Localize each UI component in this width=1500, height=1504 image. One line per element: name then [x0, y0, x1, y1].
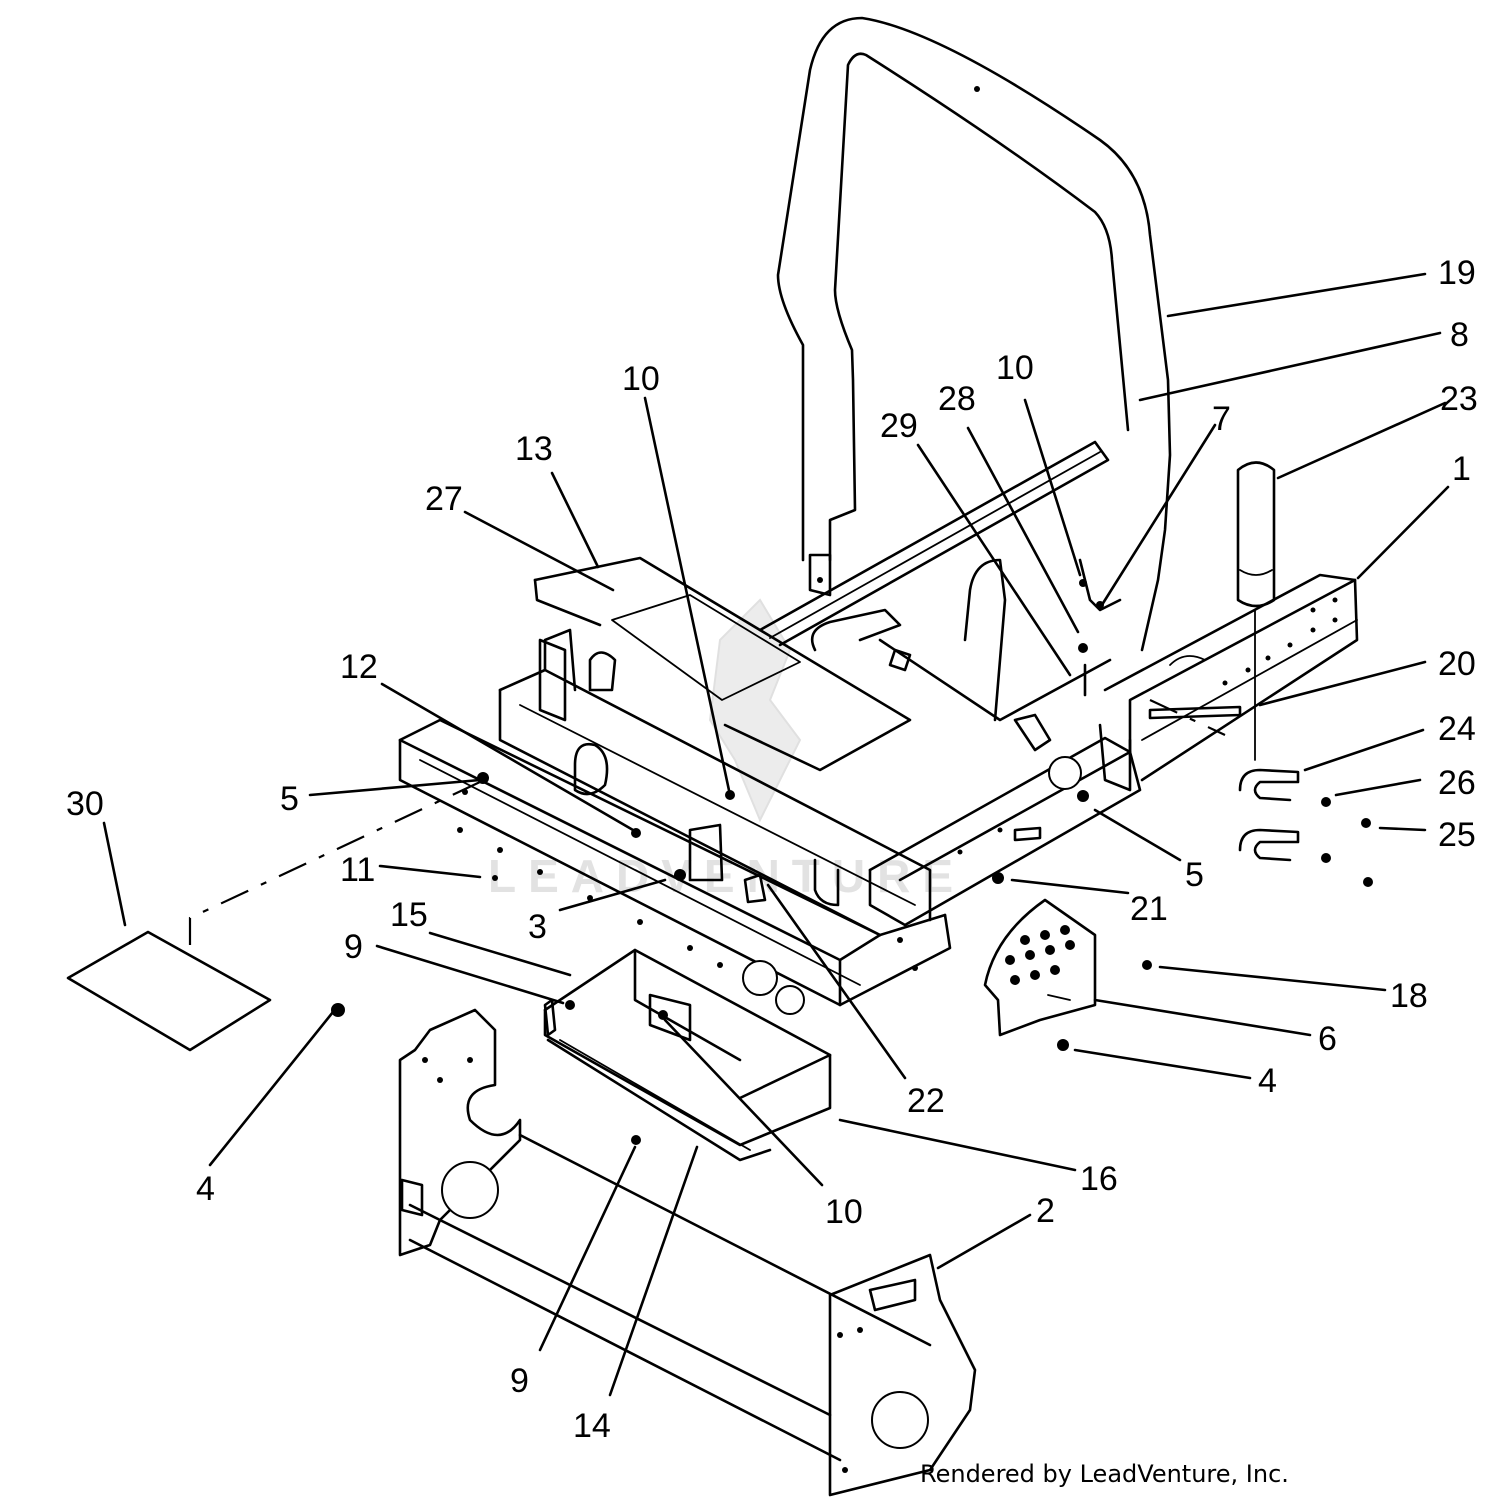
callout-18: 18 — [1390, 977, 1428, 1015]
seat-plate — [533, 556, 912, 772]
callout-22: 22 — [907, 1082, 945, 1120]
callout-12: 12 — [340, 648, 378, 686]
rops-bar — [776, 16, 1172, 652]
callout-6: 6 — [1318, 1020, 1337, 1058]
callout-21: 21 — [1130, 890, 1168, 928]
callout-1: 1 — [1452, 450, 1471, 488]
callout-10-upper-right: 10 — [996, 349, 1034, 387]
callout-26: 26 — [1438, 764, 1476, 802]
watermark: LEADVENTURE — [488, 598, 953, 902]
watermark-logo — [708, 598, 802, 823]
callout-10-lower: 10 — [825, 1193, 863, 1231]
callout-4-right: 4 — [1258, 1062, 1277, 1100]
callout-29: 29 — [880, 407, 918, 445]
leader-lines — [102, 272, 1450, 1397]
callout-30: 30 — [66, 785, 104, 823]
callout-19: 19 — [1438, 254, 1476, 292]
side-rail-right — [868, 723, 1142, 927]
callout-3: 3 — [528, 908, 547, 946]
callout-14: 14 — [573, 1407, 611, 1445]
left-bracket — [538, 638, 617, 722]
callout-28: 28 — [938, 380, 976, 418]
callout-11: 11 — [340, 851, 375, 889]
callout-13: 13 — [515, 430, 553, 468]
callout-8: 8 — [1450, 316, 1469, 354]
callout-labels: 19 8 10 10 23 28 29 7 13 1 27 12 20 24 3… — [66, 254, 1478, 1445]
callout-2: 2 — [1036, 1192, 1055, 1230]
render-credit: Rendered by LeadVenture, Inc. — [920, 1460, 1289, 1488]
rear-crossmember — [758, 440, 1112, 752]
clamp-assembly — [1148, 461, 1373, 887]
callout-25: 25 — [1438, 816, 1476, 854]
foot-plate — [983, 898, 1097, 1037]
callout-24: 24 — [1438, 710, 1476, 748]
callout-16: 16 — [1080, 1160, 1118, 1198]
callout-4-left: 4 — [196, 1170, 215, 1208]
center-plate — [688, 823, 767, 904]
callout-9-lower: 9 — [510, 1362, 529, 1400]
front-axle-assembly — [398, 1008, 977, 1497]
callout-27: 27 — [425, 480, 463, 518]
fasteners — [331, 558, 1152, 1145]
callout-23: 23 — [1440, 380, 1478, 418]
inner-frame — [498, 628, 932, 937]
callout-7: 7 — [1212, 400, 1231, 438]
center-lines — [188, 699, 1226, 945]
callout-9-upper: 9 — [344, 928, 363, 966]
battery-tray — [543, 948, 832, 1162]
callout-5-left: 5 — [280, 780, 299, 818]
decal-30 — [66, 930, 272, 1052]
callout-20: 20 — [1438, 645, 1476, 683]
callout-5-right: 5 — [1185, 856, 1204, 894]
main-frame-right — [1103, 573, 1359, 782]
callout-15: 15 — [390, 896, 428, 934]
callout-10-upper-left: 10 — [622, 360, 660, 398]
